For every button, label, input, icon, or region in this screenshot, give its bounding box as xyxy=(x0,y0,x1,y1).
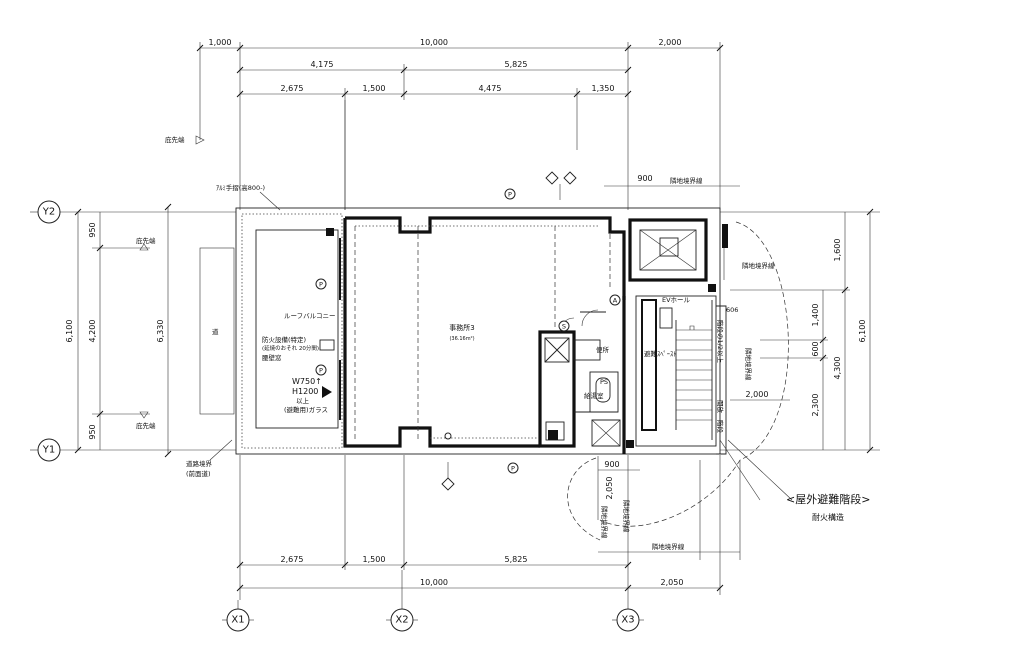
dim-top3-a: 2,675 xyxy=(281,84,304,93)
dim-right-inner-c: 2,300 xyxy=(811,394,820,417)
opening-note: 以上 xyxy=(296,396,310,405)
door-dimensions: 900 隣地境界線 900 2,050 xyxy=(597,174,740,520)
marker-s: S xyxy=(562,323,566,331)
section-markers xyxy=(441,171,577,491)
axis-x3: X3 xyxy=(612,608,644,632)
dim-top3-b: 1,500 xyxy=(363,84,386,93)
stair-treads xyxy=(676,329,712,421)
dim-left-outer: 6,100 xyxy=(65,320,74,343)
balcony-label: ルーフバルコニー xyxy=(284,312,335,320)
dim-stair-depth: 2,050 xyxy=(605,477,614,500)
dim-left-mid-b: 4,200 xyxy=(88,320,97,343)
left-dimension-lines: 6,100 950 4,200 950 6,330 庇先端 庇先端 庇先端 道 … xyxy=(65,135,235,478)
boundary-top-label: 隣地境界線 xyxy=(670,176,703,185)
road-label: 道 xyxy=(212,327,219,336)
opening-h: H1200 xyxy=(292,387,318,396)
dim-top2-b: 5,825 xyxy=(505,60,528,69)
boundary-bottom-label: 隣地境界線 xyxy=(652,542,685,551)
dim-606: 606 xyxy=(726,306,738,314)
dim-top1-a: 1,000 xyxy=(209,38,232,47)
top-dimension-lines: 1,000 10,000 2,000 4,175 5,825 2,675 1,5… xyxy=(196,38,724,210)
ev-hall-label: EVホール xyxy=(662,296,691,304)
dim-bot2-b: 2,050 xyxy=(661,578,684,587)
eave-left-top: 庇先端 xyxy=(136,236,156,245)
outdoor-stair-label: <屋外避難階段> xyxy=(786,492,870,506)
shaft-label: PS xyxy=(600,378,608,386)
dim-bot1-b: 1,500 xyxy=(363,555,386,564)
dim-left-inner: 6,330 xyxy=(156,320,165,343)
boundary-diag1: 隣地境界線 xyxy=(600,506,609,539)
stair-block: EVホール 避難ｽﾍﾟｰｽﾄ 606 xyxy=(635,295,738,455)
marker-a: A xyxy=(613,297,618,305)
axis-x1: X1 xyxy=(222,608,254,632)
dim-top3-d: 1,350 xyxy=(592,84,615,93)
elevator-box xyxy=(628,218,728,292)
washroom-label: 給湯室 xyxy=(584,391,604,400)
axis-y1-label: Y1 xyxy=(42,445,55,456)
stair-note-3: 階段 xyxy=(716,420,725,434)
boundary-right-label: 隣地境界線 xyxy=(742,261,775,270)
wc-label: 便所 xyxy=(596,345,610,354)
dim-900-bottom: 900 xyxy=(604,460,619,469)
boundary-diag2: 隣地境界線 xyxy=(622,500,631,533)
bottom-note-1: 道路境界 xyxy=(186,459,213,468)
dim-right-mid-a: 1,600 xyxy=(833,239,842,262)
axis-x1-label: X1 xyxy=(231,615,244,626)
rail-label: ｱﾙﾐ手摺(高800-) xyxy=(216,183,265,192)
outdoor-stair-arcs: 隣地境界線 隣地境界線 xyxy=(567,221,789,560)
stair-note-1: 階段の1/2以上 xyxy=(716,320,725,363)
circle-markers: P P P P S A xyxy=(315,188,621,474)
right-dimension-lines: 6,100 1,600 4,300 1,400 600 2,300 2,000 … xyxy=(720,208,880,454)
fire-door-sub: (延焼のおそれ 20分間) xyxy=(262,344,319,352)
office-walls xyxy=(339,216,626,448)
axis-x2: X2 xyxy=(386,608,418,632)
office-area: (36.16m²) xyxy=(449,336,474,342)
dim-top2-a: 4,175 xyxy=(311,60,334,69)
axis-y1: Y1 xyxy=(30,438,61,462)
marker-p-top: P xyxy=(508,191,512,199)
bottom-dimension-lines: 2,675 1,500 5,825 10,000 2,050 隣地境界線 xyxy=(236,455,740,600)
dim-left-mid-a: 950 xyxy=(88,222,97,237)
bottom-note-2: (前面道) xyxy=(186,469,211,478)
spandrel-label: 腰壁窓 xyxy=(262,353,282,362)
fire-door-label: 防火設備(特定) xyxy=(262,335,306,344)
marker-p-left2: P xyxy=(319,367,323,375)
stair-note-2: 開放 xyxy=(716,400,725,414)
dim-900-top: 900 xyxy=(637,174,652,183)
stair-notes: 階段の1/2以上 開放 階段 xyxy=(716,320,725,434)
boundary-right2-label: 隣地境界線 xyxy=(744,348,753,381)
axis-x2-label: X2 xyxy=(395,615,408,626)
opening-glass: (避難用)ガラス xyxy=(284,405,328,414)
marker-p-left1: P xyxy=(319,281,323,289)
opening-w: W750↑ xyxy=(292,377,322,386)
building-outline xyxy=(235,207,721,455)
dim-top3-c: 4,475 xyxy=(479,84,502,93)
axis-y2: Y2 xyxy=(30,200,61,224)
dim-left-mid-c: 950 xyxy=(88,424,97,439)
dim-top1-b: 10,000 xyxy=(420,38,448,47)
office-label: 事務所3 xyxy=(449,323,474,332)
fire-resist-label: 耐火構造 xyxy=(812,512,844,522)
dim-right-outer: 6,100 xyxy=(858,320,867,343)
dim-bot1-a: 2,675 xyxy=(281,555,304,564)
dim-right-mid-b: 4,300 xyxy=(833,357,842,380)
service-rooms xyxy=(538,296,634,454)
axis-y2-label: Y2 xyxy=(42,207,55,218)
axis-grid: X1 X2 X3 Y2 Y1 xyxy=(30,100,644,632)
dim-stair-width: 2,000 xyxy=(746,390,769,399)
axis-x3-label: X3 xyxy=(621,615,634,626)
dim-right-inner-a: 1,400 xyxy=(811,304,820,327)
dim-right-inner-b: 600 xyxy=(811,341,820,356)
stair-pipe-label: 避難ｽﾍﾟｰｽﾄ xyxy=(644,349,677,358)
marker-p-bottom: P xyxy=(511,465,515,473)
eave-top-left: 庇先端 xyxy=(165,135,185,144)
dim-bot2-a: 10,000 xyxy=(420,578,448,587)
dim-top1-c: 2,000 xyxy=(659,38,682,47)
eave-left-bot: 庇先端 xyxy=(136,421,156,430)
dim-bot1-c: 5,825 xyxy=(505,555,528,564)
